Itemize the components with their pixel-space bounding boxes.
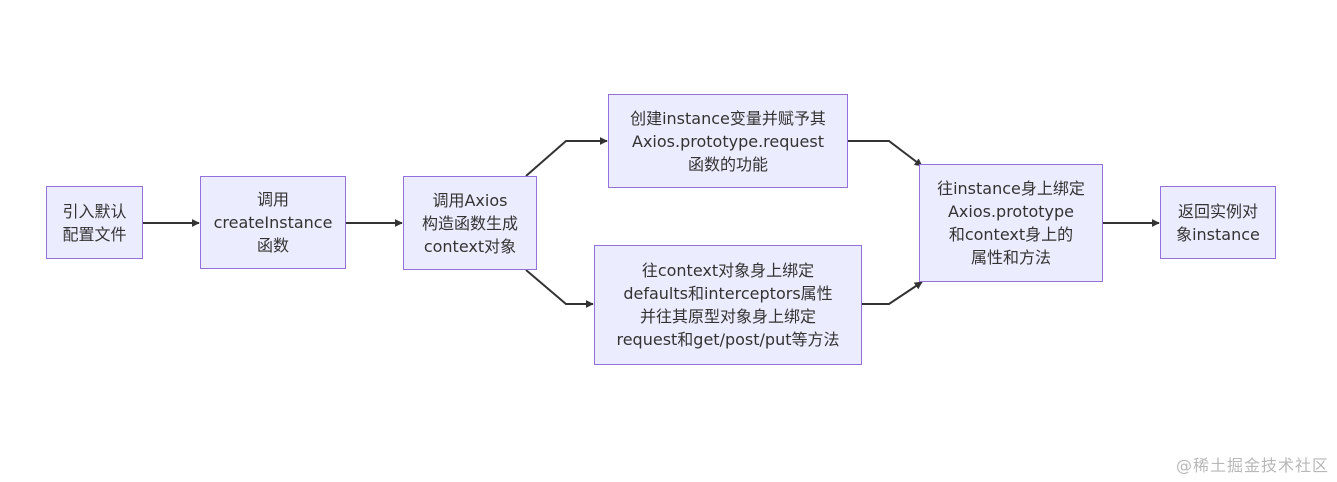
flow-node-label: 调用 createInstance 函数 (213, 190, 333, 255)
flow-node-label: 创建instance变量并赋予其 Axios.prototype.request… (630, 108, 826, 174)
flow-node-label: 往context对象身上绑定 defaults和interceptors属性 并… (616, 261, 840, 349)
edge-d-to-f (848, 140, 923, 167)
edge-e-to-f (862, 281, 923, 305)
flow-node-label: 调用Axios 构造函数生成 context对象 (421, 190, 518, 256)
flow-node-label: 返回实例对 象instance (1176, 201, 1260, 244)
flow-node-label: 引入默认 配置文件 (62, 201, 127, 244)
flow-node-f: 往instance身上绑定 Axios.prototype 和context身上… (919, 164, 1103, 282)
flow-node-c: 调用Axios 构造函数生成 context对象 (403, 176, 537, 270)
edge-c-to-d (525, 137, 608, 177)
flow-node-a: 引入默认 配置文件 (46, 186, 143, 259)
flow-node-g: 返回实例对 象instance (1160, 186, 1276, 259)
flow-node-b: 调用 createInstance 函数 (200, 176, 346, 269)
flow-node-d: 创建instance变量并赋予其 Axios.prototype.request… (608, 94, 848, 188)
flow-node-label: 往instance身上绑定 Axios.prototype 和context身上… (937, 179, 1085, 267)
flow-node-e: 往context对象身上绑定 defaults和interceptors属性 并… (594, 245, 862, 365)
edge-c-to-e (525, 269, 594, 308)
watermark-text: @稀土掘金技术社区 (1175, 456, 1329, 475)
